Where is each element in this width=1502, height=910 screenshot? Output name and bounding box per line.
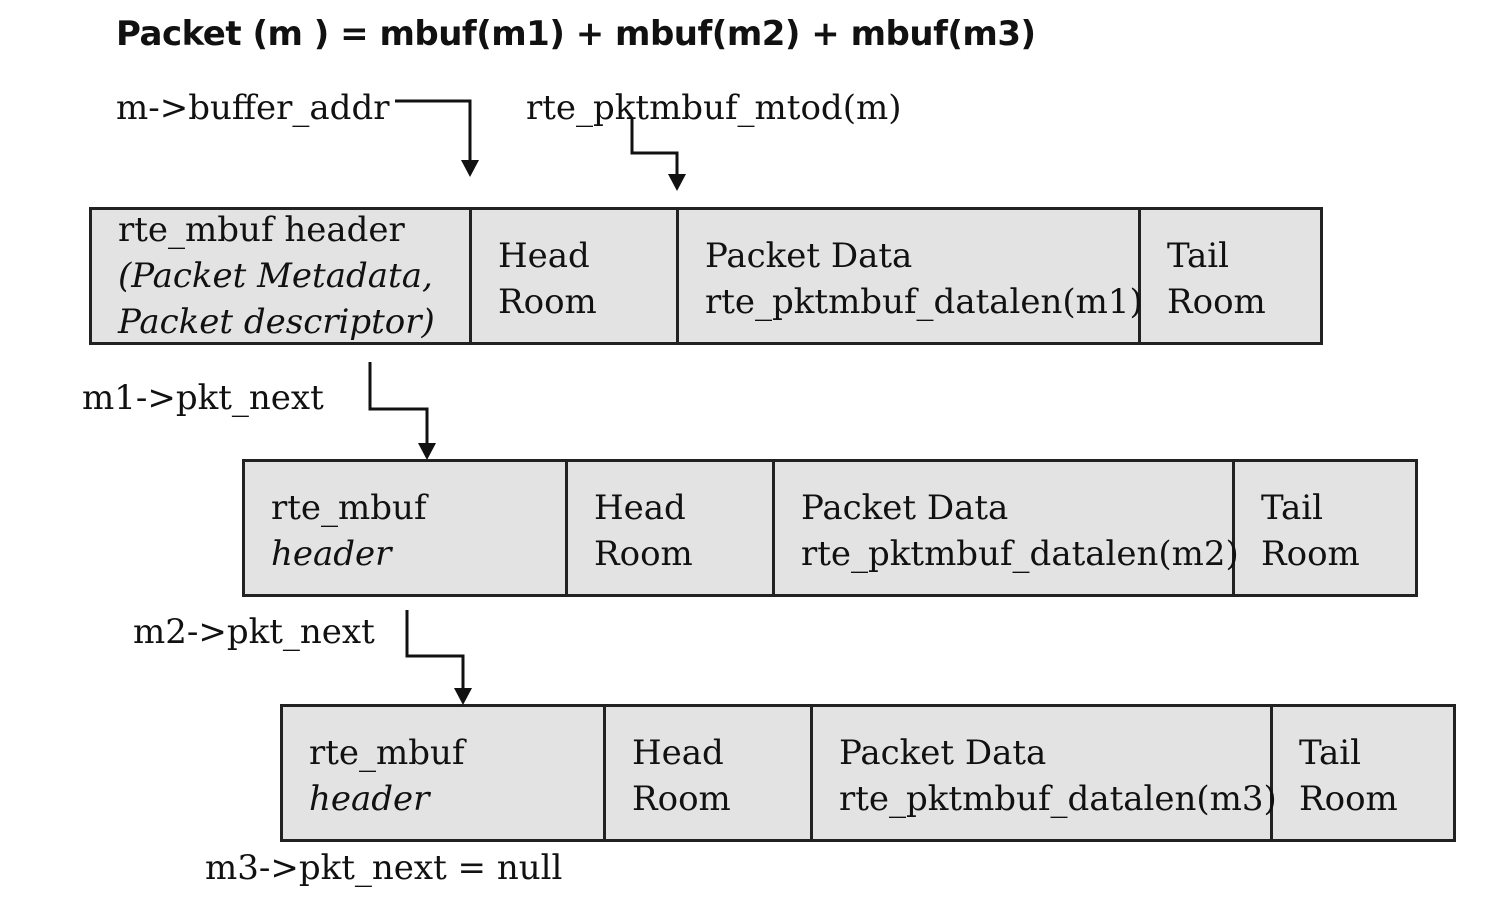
mbuf-m1-header-line1: rte_mbuf header <box>118 210 405 250</box>
mbuf-m3-header-line2: header <box>309 779 430 819</box>
m2-next-arrowhead <box>454 688 472 705</box>
mbuf-m1-header: rte_mbuf header (Packet Metadata, Packet… <box>92 210 472 342</box>
m1-next-arrowhead <box>418 443 436 460</box>
mbuf-m1-data-line2: rte_pktmbuf_datalen(m1) <box>705 282 1143 322</box>
buffer-addr-label: m->buffer_addr <box>116 88 390 128</box>
mbuf-m3-header-line1: rte_mbuf <box>309 733 465 773</box>
mbuf-m1-tailroom: Tail Room <box>1141 210 1320 342</box>
mbuf-m3-tailroom: Tail Room <box>1273 707 1453 839</box>
mbuf-m1-tailroom-line1: Tail <box>1167 236 1230 276</box>
mbuf-m3-packet-data: Packet Data rte_pktmbuf_datalen(m3) <box>813 707 1277 839</box>
mbuf-m3-header: rte_mbuf header <box>283 707 606 839</box>
mbuf-m2-packet-data: Packet Data rte_pktmbuf_datalen(m2) <box>775 462 1239 594</box>
mbuf-m2-data-line2: rte_pktmbuf_datalen(m2) <box>801 534 1239 574</box>
mbuf-m1-data-line1: Packet Data <box>705 236 913 276</box>
m1-next-arrow <box>368 362 429 455</box>
mbuf-m2-header: rte_mbuf header <box>245 462 568 594</box>
mbuf-m2-tailroom: Tail Room <box>1235 462 1415 594</box>
m2-next-label: m2->pkt_next <box>133 612 375 652</box>
mbuf-m3: rte_mbuf header Head Room Packet Data rt… <box>280 704 1456 842</box>
mbuf-m1-headroom-line2: Room <box>498 282 597 322</box>
mbuf-m3-data-line2: rte_pktmbuf_datalen(m3) <box>839 779 1277 819</box>
mtod-arrowhead <box>668 174 686 191</box>
mbuf-m1-header-line3: Packet descriptor) <box>118 302 435 342</box>
diagram-title: Packet (m ) = mbuf(m1) + mbuf(m2) + mbuf… <box>116 14 1036 54</box>
mbuf-m2-data-line1: Packet Data <box>801 488 1009 528</box>
mbuf-m2-headroom-line1: Head <box>594 488 686 528</box>
mbuf-m1-packet-data: Packet Data rte_pktmbuf_datalen(m1) <box>679 210 1143 342</box>
buffer-addr-arrowhead <box>461 160 479 177</box>
buffer-addr-arrow <box>395 99 472 172</box>
m2-next-arrow <box>405 610 465 700</box>
mbuf-m1-headroom-line1: Head <box>498 236 590 276</box>
m1-next-label: m1->pkt_next <box>82 378 324 418</box>
mbuf-m2-header-line1: rte_mbuf <box>271 488 427 528</box>
mbuf-m2-headroom-line2: Room <box>594 534 693 574</box>
mbuf-m3-data-line1: Packet Data <box>839 733 1047 773</box>
mbuf-m1-header-line2: (Packet Metadata, <box>118 256 433 296</box>
mbuf-m1: rte_mbuf header (Packet Metadata, Packet… <box>89 207 1323 345</box>
mbuf-m3-headroom-line2: Room <box>632 779 731 819</box>
mbuf-m1-headroom: Head Room <box>472 210 679 342</box>
mbuf-m2: rte_mbuf header Head Room Packet Data rt… <box>242 459 1418 597</box>
mbuf-m3-tailroom-line1: Tail <box>1299 733 1362 773</box>
mtod-arrow <box>630 118 679 186</box>
mbuf-m2-headroom: Head Room <box>568 462 775 594</box>
mbuf-m3-headroom: Head Room <box>606 707 813 839</box>
mbuf-m2-tailroom-line1: Tail <box>1261 488 1324 528</box>
m3-next-label: m3->pkt_next = null <box>205 848 563 888</box>
mbuf-m3-tailroom-line2: Room <box>1299 779 1398 819</box>
mbuf-m3-headroom-line1: Head <box>632 733 724 773</box>
mbuf-m2-tailroom-line2: Room <box>1261 534 1360 574</box>
mbuf-m2-header-line2: header <box>271 534 392 574</box>
mtod-label: rte_pktmbuf_mtod(m) <box>526 88 902 128</box>
mbuf-m1-tailroom-line2: Room <box>1167 282 1266 322</box>
